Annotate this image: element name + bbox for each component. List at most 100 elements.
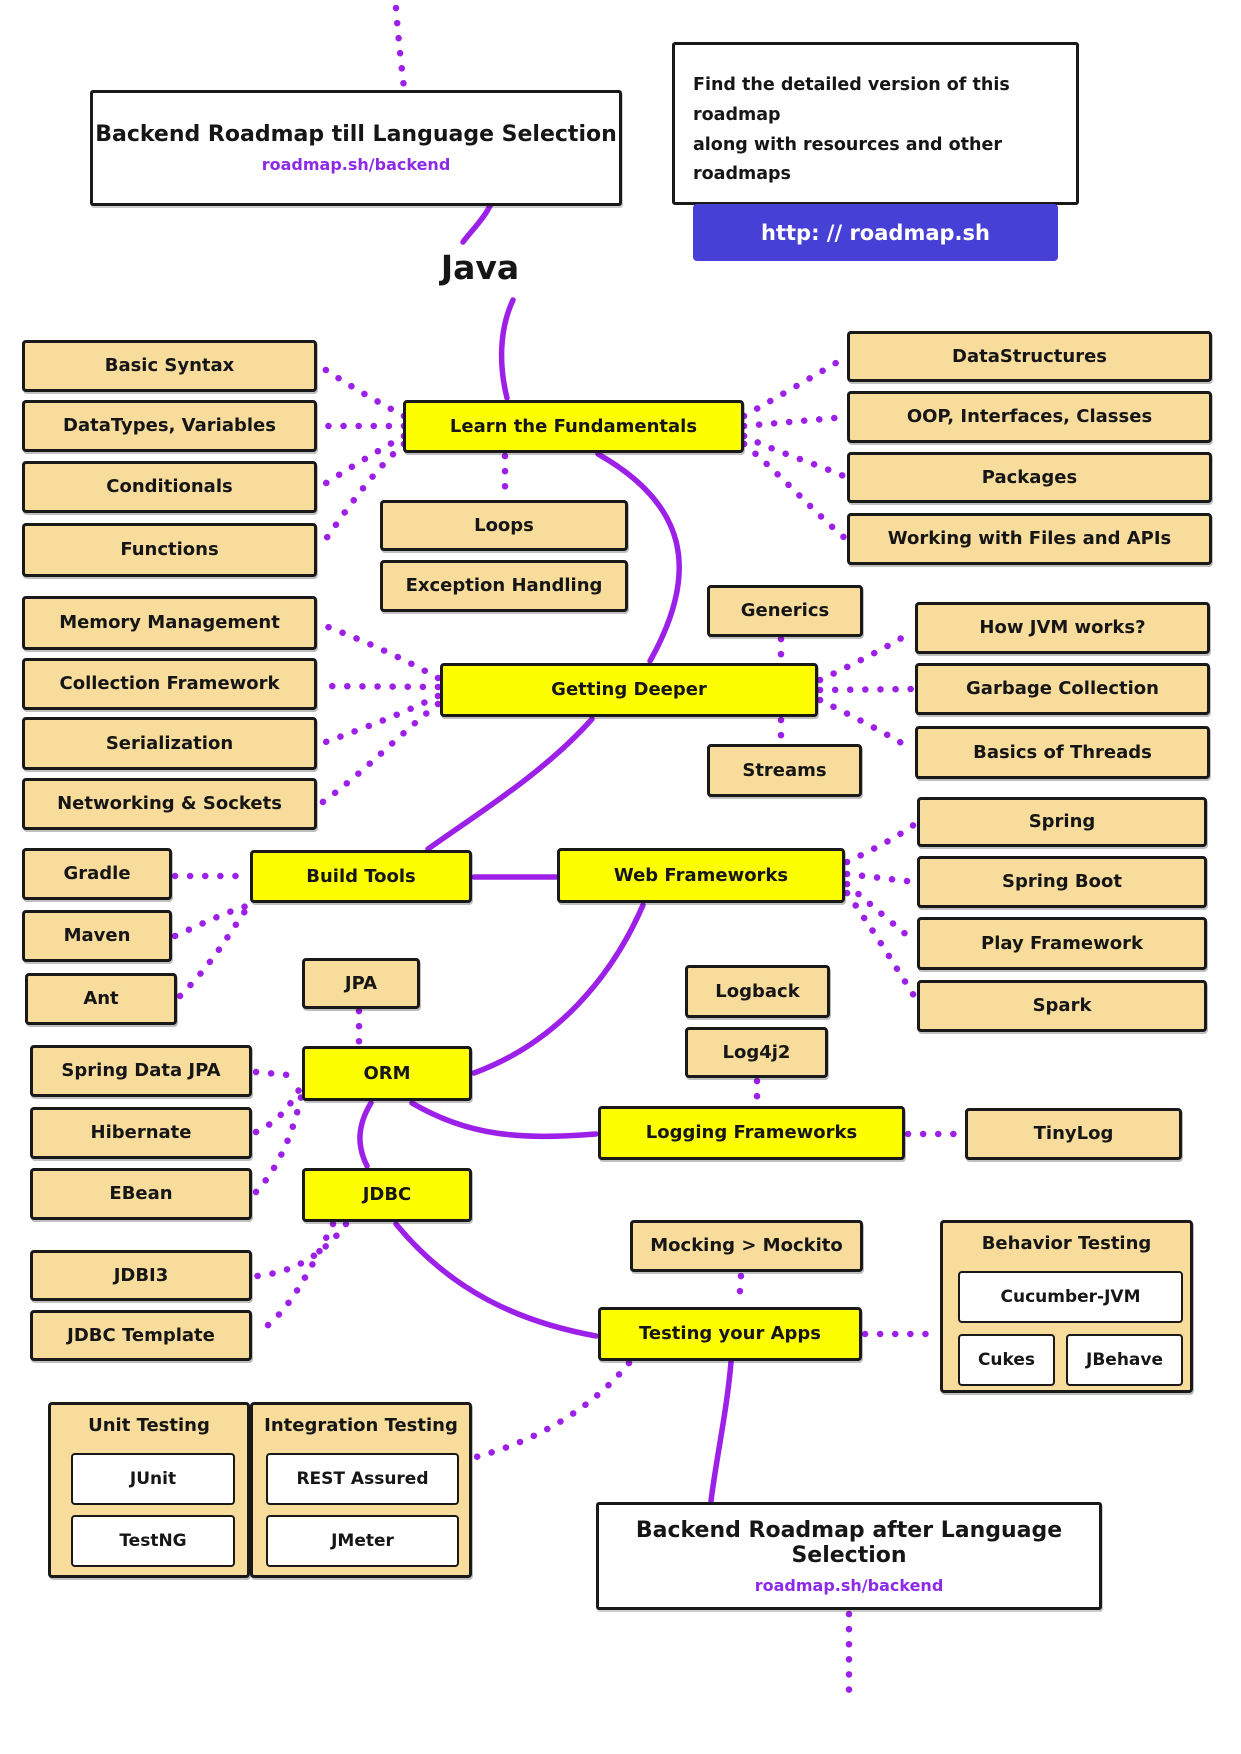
group-behavior-testing-title: Behavior Testing (981, 1233, 1152, 1254)
node-rest-assured[interactable]: REST Assured (266, 1453, 459, 1505)
connector-webframeworks-spring (843, 820, 919, 866)
connector-deeper-threads (816, 696, 917, 754)
node-basic-syntax[interactable]: Basic Syntax (22, 340, 317, 392)
footer-title-box: Backend Roadmap after Language Selection… (596, 1502, 1102, 1610)
node-gradle[interactable]: Gradle (22, 848, 172, 900)
node-jdbi3[interactable]: JDBI3 (30, 1250, 252, 1301)
node-streams[interactable]: Streams (707, 744, 862, 797)
node-play-framework[interactable]: Play Framework (917, 917, 1207, 970)
language-title: Java (440, 248, 520, 287)
connector-testing-to-footer (708, 1359, 734, 1504)
node-jdbc[interactable]: JDBC (302, 1168, 472, 1222)
node-datastructures[interactable]: DataStructures (847, 331, 1212, 382)
group-unit-testing-title: Unit Testing (88, 1415, 210, 1436)
node-testng[interactable]: TestNG (71, 1515, 235, 1567)
connector-deeper-garbage (816, 685, 917, 694)
node-datatypes-variables[interactable]: DataTypes, Variables (22, 400, 317, 452)
node-packages[interactable]: Packages (847, 452, 1212, 503)
node-how-jvm-works[interactable]: How JVM works? (915, 602, 1210, 654)
connector-webframeworks-springboot (843, 870, 919, 886)
connector-fundamentals-conditionals (316, 432, 408, 491)
node-jdbc-template[interactable]: JDBC Template (30, 1310, 252, 1361)
connector-webframeworks-spark (843, 889, 922, 1006)
connector-jdbc-jdbi3 (253, 1220, 350, 1280)
node-working-files-apis[interactable]: Working with Files and APIs (847, 513, 1212, 565)
info-line2: along with resources and other roadmaps (693, 134, 1003, 185)
node-mocking-mockito[interactable]: Mocking > Mockito (630, 1220, 863, 1272)
connector-ant-buildtools (176, 903, 252, 1000)
connector-deeper-collection (316, 682, 442, 691)
connector-orm-to-jdbc (357, 1100, 374, 1169)
node-oop-interfaces-classes[interactable]: OOP, Interfaces, Classes (847, 391, 1212, 443)
connector-mockito-testing (735, 1272, 745, 1308)
connector-fundamentals-working-files (740, 440, 850, 543)
group-behavior-testing: Behavior Testing Cucumber-JVM Cukes JBeh… (940, 1220, 1193, 1393)
node-ant[interactable]: Ant (25, 973, 177, 1025)
connector-fundamentals-oop (740, 413, 850, 430)
node-logging-frameworks[interactable]: Logging Frameworks (598, 1106, 905, 1160)
connector-fundamentals-packages (740, 432, 850, 481)
node-conditionals[interactable]: Conditionals (22, 461, 317, 513)
node-memory-management[interactable]: Memory Management (22, 596, 317, 650)
node-spring[interactable]: Spring (917, 797, 1207, 847)
connector-fundamentals-datastructures (740, 353, 850, 420)
node-logback[interactable]: Logback (685, 965, 830, 1018)
footer-title: Backend Roadmap after Language Selection (635, 1517, 1063, 1568)
info-box: Find the detailed version of this roadma… (672, 42, 1079, 261)
node-jmeter[interactable]: JMeter (266, 1515, 459, 1567)
node-getting-deeper[interactable]: Getting Deeper (440, 663, 818, 717)
connector-ebean-orm (252, 1093, 305, 1196)
node-jpa[interactable]: JPA (302, 958, 420, 1009)
group-unit-testing: Unit Testing JUnit TestNG (48, 1402, 250, 1578)
node-maven[interactable]: Maven (22, 910, 172, 962)
connector-deeper-memory (316, 620, 442, 682)
connector-jdbc-jdbctemplate (253, 1220, 337, 1337)
node-hibernate[interactable]: Hibernate (30, 1107, 252, 1159)
node-web-frameworks[interactable]: Web Frameworks (557, 848, 845, 903)
connector-deeper-jvm (816, 627, 917, 684)
group-integration-testing: Integration Testing REST Assured JMeter (250, 1402, 472, 1578)
node-spark[interactable]: Spark (917, 980, 1207, 1032)
header-title: Backend Roadmap till Language Selection (95, 122, 617, 147)
node-testing-apps[interactable]: Testing your Apps (598, 1307, 862, 1361)
node-serialization[interactable]: Serialization (22, 717, 317, 770)
connector-testing-integration (472, 1359, 633, 1461)
node-cukes[interactable]: Cukes (958, 1334, 1055, 1386)
node-ebean[interactable]: EBean (30, 1168, 252, 1220)
connector-deeper-networking (316, 700, 442, 808)
connector-fundamentals-functions (317, 440, 408, 550)
node-garbage-collection[interactable]: Garbage Collection (915, 663, 1210, 715)
node-functions[interactable]: Functions (22, 523, 317, 577)
node-collection-framework[interactable]: Collection Framework (22, 658, 317, 710)
node-generics[interactable]: Generics (707, 585, 863, 637)
connector-java-to-fundamentals (498, 297, 516, 401)
node-jbehave[interactable]: JBehave (1066, 1334, 1183, 1386)
node-exception-handling[interactable]: Exception Handling (380, 560, 628, 612)
node-orm[interactable]: ORM (302, 1046, 472, 1101)
connector-hibernate-orm (252, 1084, 304, 1136)
node-learn-fundamentals[interactable]: Learn the Fundamentals (403, 400, 744, 453)
connector-fundamentals-to-deeper (595, 451, 682, 664)
node-cucumber-jvm[interactable]: Cucumber-JVM (958, 1271, 1183, 1323)
connector-orm-to-logging (409, 1100, 599, 1140)
connector-maven-buildtools (171, 901, 254, 940)
node-loops[interactable]: Loops (380, 500, 628, 551)
node-tinylog[interactable]: TinyLog (965, 1108, 1182, 1160)
roadmap-url-button[interactable]: http: // roadmap.sh (693, 204, 1058, 261)
connector-deeper-to-buildtools (425, 716, 595, 852)
node-spring-boot[interactable]: Spring Boot (917, 856, 1207, 908)
node-networking-sockets[interactable]: Networking & Sockets (22, 778, 317, 830)
connector-fundamentals-basic-syntax (316, 362, 408, 420)
footer-link[interactable]: roadmap.sh/backend (754, 1575, 944, 1595)
node-spring-data-jpa[interactable]: Spring Data JPA (30, 1045, 252, 1097)
info-line1: Find the detailed version of this roadma… (693, 75, 1010, 125)
connector-deeper-serialization (316, 692, 442, 748)
connector-springdatajpa-orm (252, 1068, 303, 1080)
node-log4j2[interactable]: Log4j2 (685, 1027, 828, 1078)
node-basics-of-threads[interactable]: Basics of Threads (915, 726, 1210, 779)
node-junit[interactable]: JUnit (71, 1453, 235, 1505)
node-build-tools[interactable]: Build Tools (250, 850, 472, 903)
header-link[interactable]: roadmap.sh/backend (261, 155, 451, 174)
